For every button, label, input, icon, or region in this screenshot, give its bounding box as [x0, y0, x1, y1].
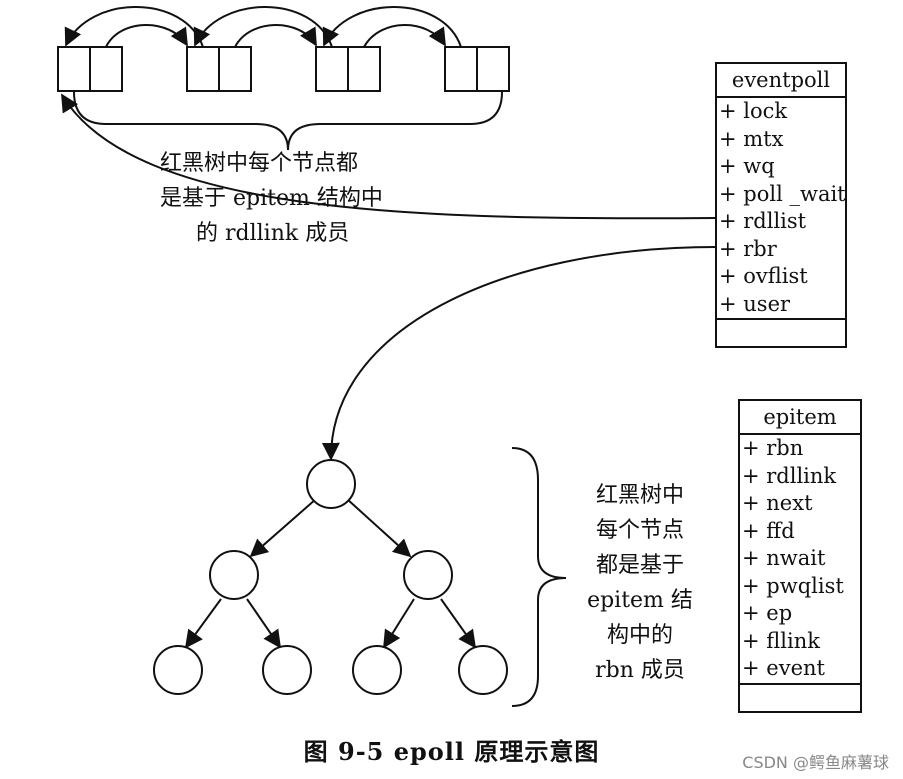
eventpoll-field-ovflist: + ovflist: [719, 264, 808, 288]
tree-node-root: [306, 459, 356, 509]
tree-edge-right-left: [383, 598, 415, 649]
tree-brace: [511, 447, 567, 707]
list-next-link-2: [234, 24, 317, 48]
list-node-3: [315, 46, 381, 92]
eventpoll-field-poll-wait: + poll _wait: [719, 181, 846, 206]
list-prev-link-3: [322, 6, 462, 48]
tree-annotation-line-2: 每个节点: [595, 518, 684, 543]
tree-annotation-line-6: rbn 成员: [595, 658, 685, 683]
tree-node-left-right: [262, 645, 312, 695]
list-node-2: [186, 46, 252, 92]
list-annotation-line-1: 红黑树中每个节点都: [160, 151, 359, 176]
epitem-field-ep: + ep: [742, 601, 793, 625]
tree-node-left: [209, 550, 259, 600]
epitem-field-rbn: + rbn: [742, 436, 804, 460]
eventpoll-field-mtx: + mtx: [719, 126, 784, 151]
tree-annotation: 红黑树中 每个节点 都是基于 epitem 结 构中的 rbn 成员: [572, 478, 708, 688]
watermark: CSDN @鳄鱼麻薯球: [742, 753, 889, 772]
eventpoll-fields: + lock + mtx + wq + poll _wait + rdllist…: [717, 98, 846, 318]
tree-edge-root-right: [346, 498, 412, 558]
epitem-field-next: + next: [742, 491, 813, 515]
eventpoll-struct: eventpoll + lock + mtx + wq + poll _wait…: [715, 62, 847, 348]
tree-edge-right-right: [440, 598, 477, 649]
tree-edge-left-left: [184, 598, 222, 649]
epitem-field-fllink: + fllink: [742, 628, 820, 653]
list-annotation-line-2: 是基于 epitem 结构中: [160, 186, 383, 211]
tree-edge-root-left: [249, 498, 317, 558]
list-node-1: [57, 46, 123, 92]
tree-annotation-line-1: 红黑树中: [595, 483, 684, 508]
epitem-field-nwait: + nwait: [742, 546, 826, 570]
tree-annotation-line-5: 构中的: [606, 623, 673, 648]
eventpoll-field-user: + user: [719, 291, 791, 316]
rdllist-pointer-arrow: [61, 93, 717, 220]
tree-annotation-line-3: 都是基于: [595, 553, 684, 578]
eventpoll-field-rbr: + rbr: [719, 236, 777, 261]
list-prev-link-2: [193, 6, 333, 48]
list-prev-link-1: [64, 6, 204, 48]
epitem-field-rdllink: + rdllink: [742, 463, 837, 488]
tree-node-left-left: [153, 645, 203, 695]
epitem-field-ffd: + ffd: [742, 518, 795, 543]
epitem-field-pwqlist: + pwqlist: [742, 573, 844, 598]
figure-caption: 图 9-5 epoll 原理示意图: [303, 737, 600, 766]
epitem-struct: epitem + rbn + rdllink + next + ffd + nw…: [738, 399, 862, 713]
eventpoll-methods-section: [717, 318, 845, 346]
list-node-4: [444, 46, 510, 92]
eventpoll-field-rdllist: + rdllist: [719, 209, 807, 233]
tree-node-right-left: [352, 645, 402, 695]
list-brace: [73, 91, 503, 151]
list-next-link-1: [105, 24, 188, 48]
epitem-fields: + rbn + rdllink + next + ffd + nwait + p…: [740, 435, 860, 683]
list-annotation-line-3: 的 rdllink 成员: [196, 221, 350, 246]
eventpoll-title: eventpoll: [717, 64, 845, 98]
epitem-methods-section: [740, 682, 860, 711]
tree-edge-left-right: [246, 598, 282, 649]
rbr-pointer-arrow: [321, 246, 717, 461]
epitem-field-event: + event: [742, 656, 825, 680]
list-annotation: 红黑树中每个节点都 是基于 epitem 结构中 的 rdllink 成员: [160, 146, 383, 251]
tree-node-right-right: [458, 645, 508, 695]
tree-annotation-line-4: epitem 结: [587, 588, 693, 613]
tree-node-right: [403, 550, 453, 600]
epitem-title: epitem: [740, 401, 860, 435]
eventpoll-field-lock: + lock: [719, 99, 788, 123]
list-next-link-3: [363, 24, 446, 48]
eventpoll-field-wq: + wq: [719, 154, 775, 178]
